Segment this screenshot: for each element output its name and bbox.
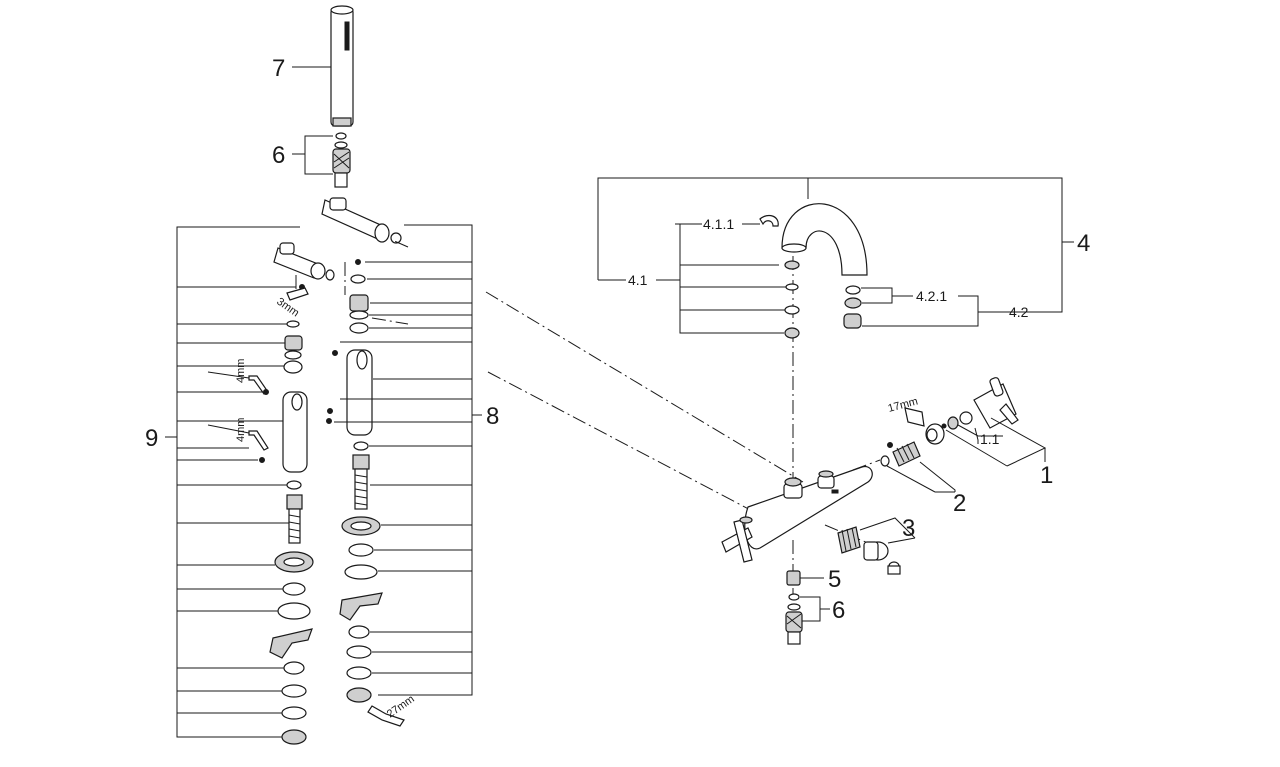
threaded-pipe[interactable] — [352, 454, 370, 510]
spout-clip[interactable] — [759, 214, 779, 227]
hose-connector-top[interactable] — [332, 132, 351, 188]
seal-thick[interactable] — [344, 564, 378, 580]
left-diverter-nut[interactable] — [283, 335, 303, 374]
label-4-2: 4.2 — [1009, 304, 1029, 320]
shower-column[interactable] — [326, 349, 373, 436]
leader-lines-8 — [334, 261, 472, 674]
label-4: 4 — [1077, 230, 1090, 257]
label-3: 3 — [902, 515, 915, 542]
shower-holder-elbow[interactable] — [321, 197, 402, 244]
shutoff-cartridge[interactable] — [837, 526, 901, 575]
union-nut[interactable] — [786, 570, 801, 586]
assembly-axes — [295, 239, 881, 600]
half-washer[interactable] — [339, 592, 383, 621]
hex-key-4mm-a-label: 4mm — [235, 359, 247, 383]
leader-lines-9 — [177, 286, 296, 714]
washer[interactable] — [348, 625, 370, 639]
label-4-2-1: 4.2.1 — [916, 288, 947, 304]
hex-key-4mm-b-label: 4mm — [235, 418, 247, 442]
o-ring[interactable] — [353, 441, 369, 451]
wrench-27mm[interactable] — [367, 705, 405, 727]
label-6-bottom: 6 — [832, 597, 845, 624]
thermostat-cartridge[interactable] — [880, 441, 921, 467]
left-half-washer[interactable] — [269, 628, 313, 659]
label-9: 9 — [145, 425, 158, 452]
wrench-size-label: 27mm — [385, 693, 417, 720]
left-column-body[interactable] — [282, 391, 308, 473]
adapter-sleeve[interactable] — [925, 423, 945, 445]
hex-key-4mm-b[interactable] — [248, 430, 269, 451]
wrench-17mm[interactable] — [904, 407, 925, 427]
washer[interactable] — [346, 645, 372, 659]
label-1: 1 — [1040, 462, 1053, 489]
label-6-top: 6 — [272, 142, 285, 169]
hand-shower[interactable] — [330, 5, 354, 127]
o-ring[interactable] — [350, 274, 366, 284]
label-4-1-1: 4.1.1 — [703, 216, 734, 232]
cross-handle-right[interactable] — [973, 377, 1019, 429]
hex-key-3mm-label: 3mm — [274, 296, 301, 320]
seal[interactable] — [348, 543, 374, 557]
hex-key-3mm[interactable] — [286, 287, 309, 301]
left-threaded-pipe[interactable] — [286, 494, 303, 544]
label-1-1: 1.1 — [980, 431, 1000, 447]
base-nut[interactable] — [346, 687, 372, 703]
label-8: 8 — [486, 403, 499, 430]
label-5: 5 — [828, 566, 841, 593]
label-2: 2 — [953, 490, 966, 517]
screw-small[interactable] — [355, 259, 361, 265]
spout[interactable] — [781, 203, 868, 276]
aerator[interactable] — [843, 313, 862, 329]
washer[interactable] — [346, 666, 372, 680]
left-cross-handle[interactable] — [721, 516, 753, 563]
label-7: 7 — [272, 55, 285, 82]
left-holder-elbow[interactable] — [273, 242, 335, 281]
label-4-1: 4.1 — [628, 272, 648, 288]
hose-connector-bottom[interactable] — [785, 593, 803, 645]
diverter-nut[interactable] — [349, 294, 369, 334]
